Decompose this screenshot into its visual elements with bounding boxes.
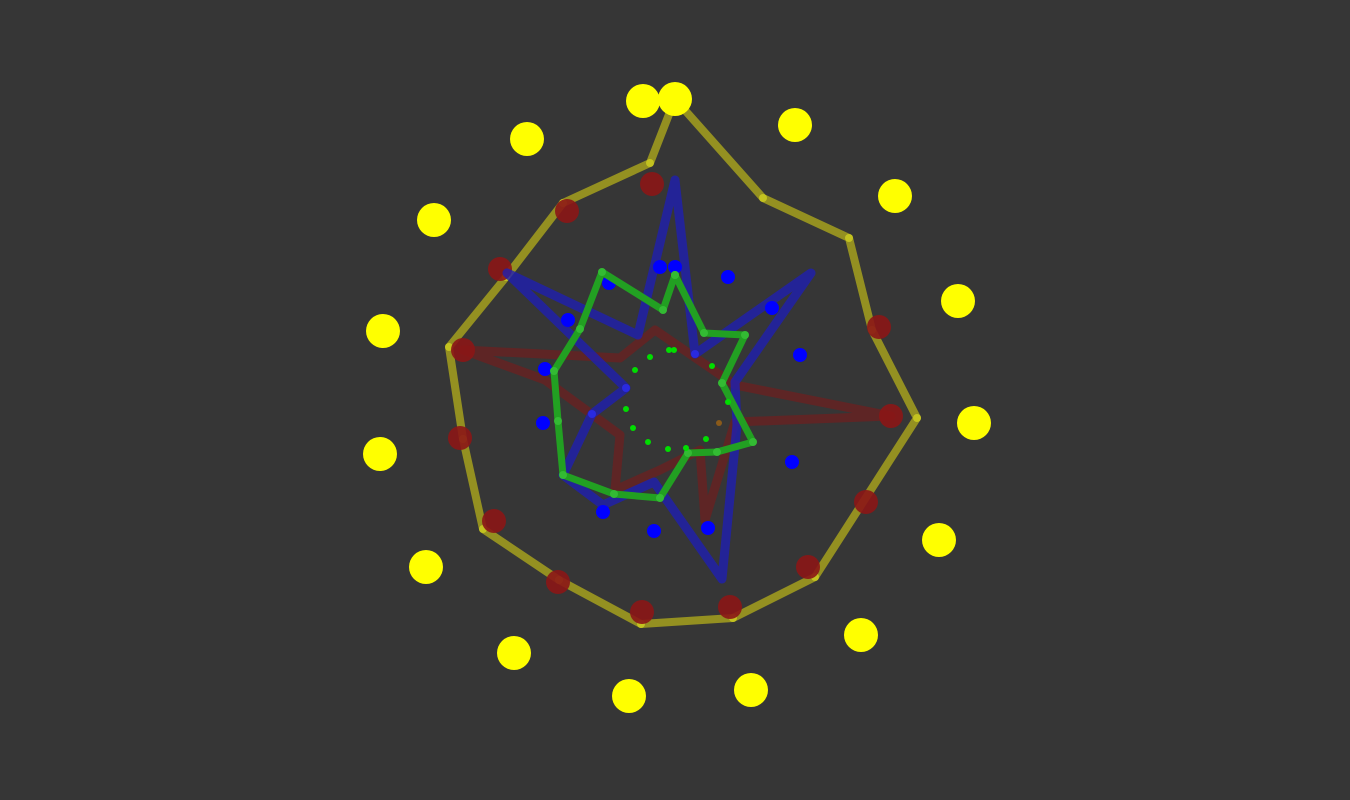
yellow-vertex-dot [445,343,453,351]
blue-outer-dot [596,505,610,519]
blue-vertex-dot [691,350,699,358]
green-vertex-dot [598,268,606,276]
blue-outer-dot [536,416,550,430]
yellow-vertex-dot [646,159,654,167]
red-outer-dot [854,490,878,514]
yellow-vertex-dot [759,194,767,202]
green-inner-dot [665,446,671,452]
yellow-outer-dot [626,84,660,118]
yellow-outer-dot [844,618,878,652]
green-vertex-dot [554,417,562,425]
yellow-vertex-dot [845,234,853,242]
brown-inner-dot [716,420,722,426]
blue-outer-dot [785,455,799,469]
blue-outer-dot [653,260,667,274]
green-vertex-dot [610,490,618,498]
green-inner-dot [725,399,731,405]
yellow-outer-dot [878,179,912,213]
yellow-outer-dot [409,550,443,584]
blue-outer-dot [647,524,661,538]
green-inner-dot [666,347,672,353]
red-outer-dot [718,595,742,619]
green-vertex-dot [559,471,567,479]
blue-vertex-dot [622,384,630,392]
yellow-outer-dot [922,523,956,557]
yellow-outer-dot [941,284,975,318]
green-vertex-dot [718,379,726,387]
green-inner-dot [683,445,689,451]
green-inner-dot [632,367,638,373]
green-vertex-dot [550,367,558,375]
blue-outer-dot [538,362,552,376]
blue-outer-dot [765,301,779,315]
blue-outer-dot [668,260,682,274]
red-outer-dot [867,315,891,339]
green-vertex-dot [659,306,667,314]
green-vertex-dot [576,325,584,333]
green-layer [550,268,757,502]
blue-outer-dot [721,270,735,284]
green-inner-dot [671,347,677,353]
red-layer [448,172,903,624]
green-vertex-dot [656,494,664,502]
yellow-outer-dot [658,82,692,116]
yellow-vertex-dot [913,414,921,422]
red-outer-dot [546,570,570,594]
red-outer-dot [879,404,903,428]
green-inner-dot [703,436,709,442]
green-polyline [550,268,757,502]
red-outer-dot [796,555,820,579]
green-vertex-dot [741,331,749,339]
green-inner-dot [623,406,629,412]
blue-outer-dot [701,521,715,535]
green-vertex-dot [713,448,721,456]
green-vertex-dot [749,438,757,446]
blue-outer-dot [793,348,807,362]
green-vertex-dot [671,271,679,279]
red-outer-dot [451,338,475,362]
yellow-outer-dot [363,437,397,471]
red-outer-dot [482,509,506,533]
red-outer-dot [640,172,664,196]
yellow-outer-dot [510,122,544,156]
yellow-outer-dot [497,636,531,670]
red-outer-dot [555,199,579,223]
green-inner-dot [647,354,653,360]
red-outer-dot [448,426,472,450]
yellow-outer-dot [417,203,451,237]
yellow-outer-dot [366,314,400,348]
yellow-outer-dot [734,673,768,707]
yellow-outer-dot [957,406,991,440]
blue-vertex-dot [588,410,596,418]
green-inner-dot [709,363,715,369]
green-inner-dot [630,425,636,431]
yellow-polygon-line [445,95,921,628]
green-vertex-dot [700,329,708,337]
blue-outer-dot [561,313,575,327]
yellow-outer-dot [612,679,646,713]
red-outer-dot [630,600,654,624]
green-inner-dot [645,439,651,445]
red-polyline [458,325,896,525]
yellow-outer-dot [778,108,812,142]
